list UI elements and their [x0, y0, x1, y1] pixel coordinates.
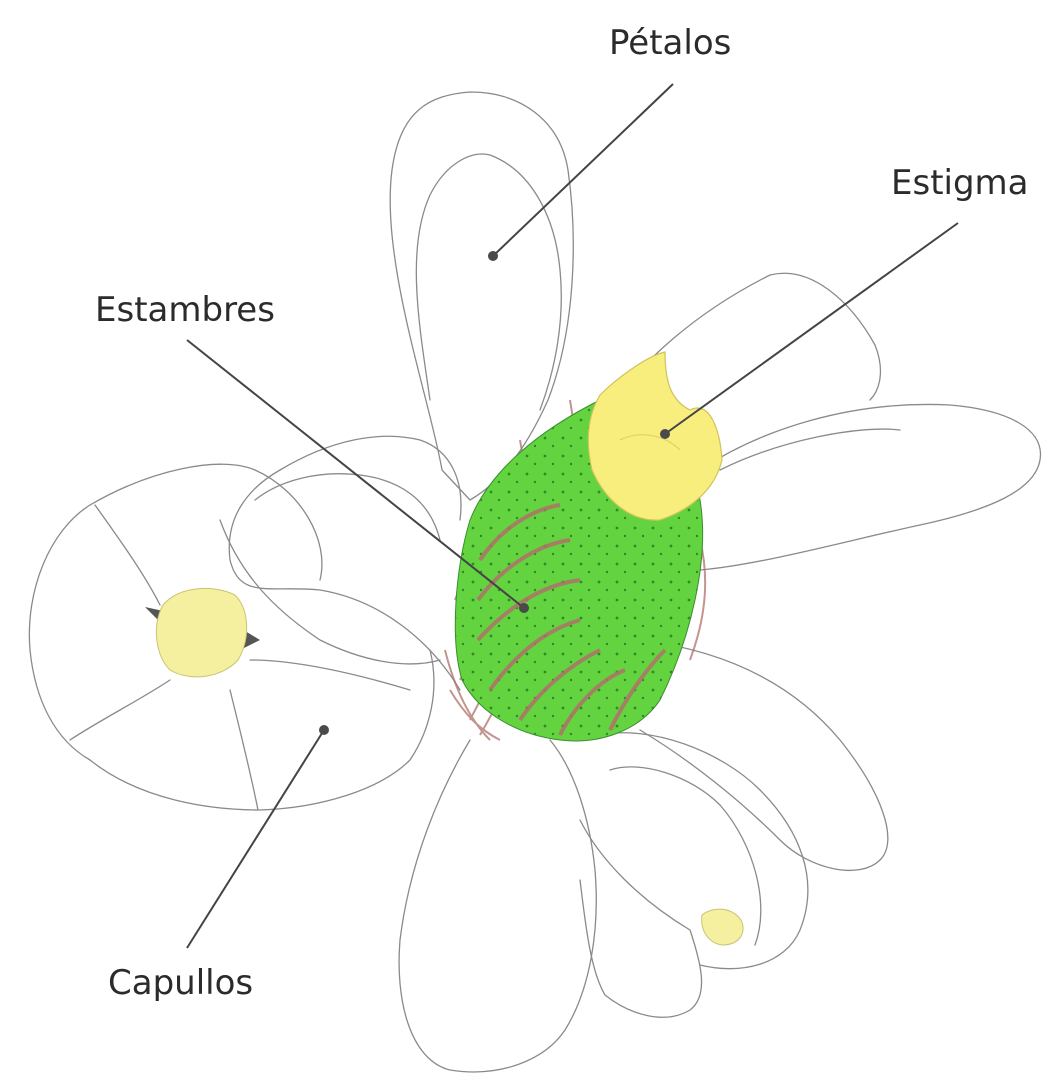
bud-left: [29, 464, 434, 810]
label-stigma: Estigma: [891, 166, 1029, 200]
label-petals: Pétalos: [609, 26, 731, 60]
petal-left-center: [220, 436, 461, 690]
leader-stigma: [660, 223, 958, 439]
label-stamens: Estambres: [95, 293, 275, 327]
label-buds: Capullos: [108, 966, 253, 1000]
leader-stamens: [187, 340, 529, 613]
leader-buds: [187, 725, 329, 948]
petal-bottom: [399, 740, 596, 1072]
stigma: [588, 352, 722, 520]
leader-petals: [488, 84, 673, 261]
bud-bottom-right: [702, 909, 743, 945]
